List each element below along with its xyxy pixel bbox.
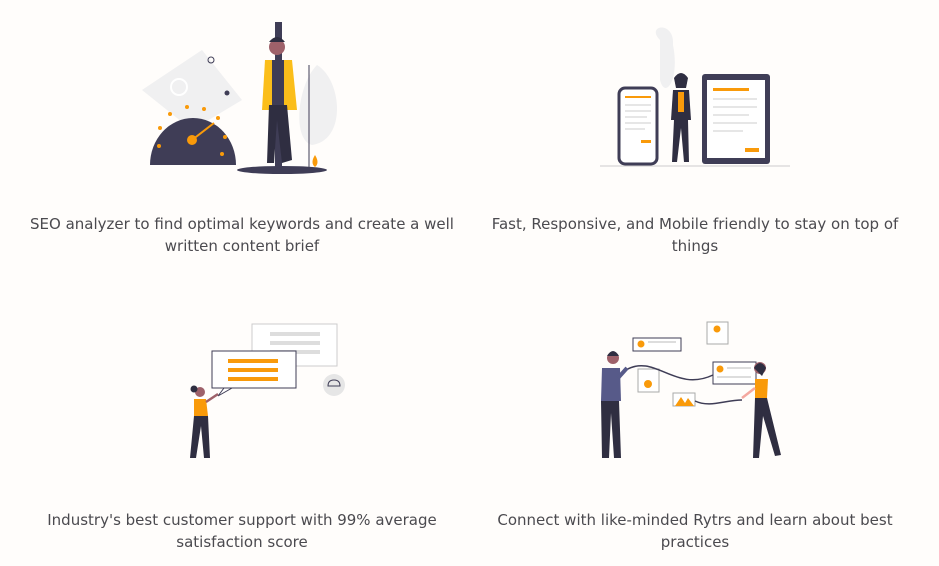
- feature-mobile: Fast, Responsive, and Mobile friendly to…: [475, 20, 915, 255]
- feature-caption: Fast, Responsive, and Mobile friendly to…: [491, 215, 899, 255]
- customer-support-chat-illustration: [190, 323, 345, 458]
- feature-community: Connect with like-minded Rytrs and learn…: [475, 318, 915, 551]
- mobile-responsive-illustration: [600, 27, 790, 167]
- community-connect-illustration: [601, 321, 781, 458]
- feature-seo: SEO analyzer to find optimal keywords an…: [22, 20, 462, 255]
- feature-caption: Connect with like-minded Rytrs and learn…: [497, 511, 893, 551]
- seo-speedometer-illustration: [142, 22, 337, 174]
- feature-caption: Industry's best customer support with 99…: [47, 511, 437, 551]
- feature-support: Industry's best customer support with 99…: [22, 318, 462, 551]
- feature-caption: SEO analyzer to find optimal keywords an…: [30, 215, 454, 255]
